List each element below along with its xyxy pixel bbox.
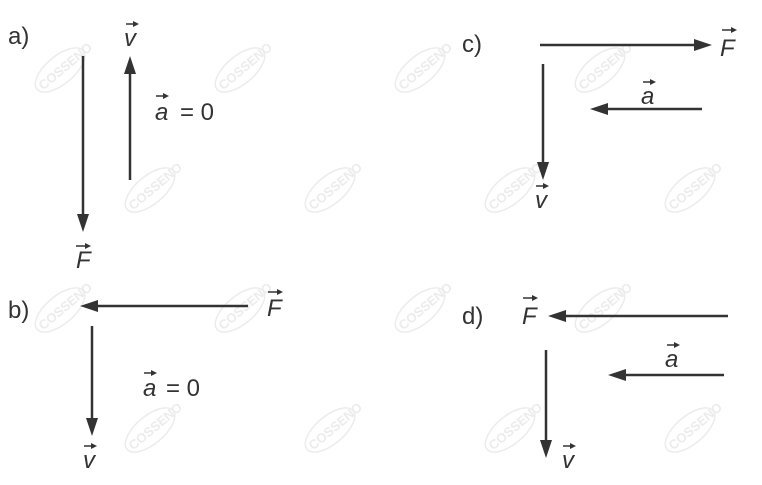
panel-d-acceleration-arrow	[608, 369, 724, 381]
panel-d-velocity-arrow	[540, 350, 552, 458]
panel-c: c) F a v	[462, 27, 737, 214]
watermark-logo: COSSENO	[664, 400, 725, 453]
svg-text:= 0: = 0	[166, 375, 200, 402]
panel-c-force-label: F	[720, 27, 737, 62]
panel-a-velocity-arrow	[124, 56, 136, 180]
watermark-logo: COSSENO	[304, 400, 365, 453]
watermark-logo: COSSENO	[214, 40, 275, 93]
panel-c-acceleration-arrow	[590, 103, 702, 115]
svg-text:v: v	[562, 447, 576, 474]
panel-c-velocity-arrow	[537, 64, 549, 180]
panel-b-velocity-arrow	[86, 326, 98, 436]
svg-text:= 0: = 0	[180, 99, 214, 126]
panel-d-force-arrow	[548, 310, 728, 322]
panel-a-acceleration-label: a = 0	[155, 93, 214, 126]
svg-text:v: v	[83, 447, 97, 474]
watermark-logo: COSSENO	[664, 160, 725, 213]
panel-a-force-arrow	[77, 56, 89, 232]
panel-a-force-label: F	[76, 243, 92, 274]
watermark-logo: COSSENO	[394, 40, 455, 93]
svg-text:F: F	[720, 35, 736, 62]
svg-text:F: F	[522, 303, 538, 330]
panel-b-velocity-label: v	[83, 443, 97, 474]
svg-text:F: F	[267, 295, 283, 322]
panel-c-force-arrow	[540, 39, 712, 51]
watermark-logo: COSSENO	[394, 280, 455, 333]
panel-d: d) F a v	[462, 295, 728, 474]
panel-b: b) F v a = 0	[8, 289, 283, 474]
panel-a-label: a)	[8, 23, 29, 50]
svg-text:v: v	[535, 187, 549, 214]
svg-text:v: v	[124, 25, 138, 52]
panel-a: a) v F a = 0	[8, 21, 214, 274]
panel-b-label: b)	[8, 297, 29, 324]
panel-d-acceleration-label: a	[665, 342, 680, 373]
svg-text:a: a	[155, 99, 168, 126]
svg-text:F: F	[76, 247, 92, 274]
svg-text:a: a	[641, 83, 654, 110]
panel-a-velocity-label: v	[124, 21, 139, 52]
svg-text:a: a	[665, 346, 678, 373]
svg-text:a: a	[143, 375, 156, 402]
watermark-logo: COSSENO	[484, 400, 545, 453]
panel-d-force-label: F	[522, 295, 538, 330]
watermark-logo: COSSENO	[304, 160, 365, 213]
panel-d-label: d)	[462, 303, 483, 330]
panel-b-force-label: F	[267, 289, 283, 322]
panel-c-label: c)	[462, 31, 482, 58]
watermark-logo: COSSENO	[34, 40, 95, 93]
panel-d-velocity-label: v	[562, 443, 576, 474]
panel-c-acceleration-label: a	[641, 79, 656, 110]
watermark-logo: COSSENO	[574, 280, 635, 333]
watermark-logo: COSSENO	[124, 400, 185, 453]
watermark-logo: COSSENO	[124, 160, 185, 213]
panel-b-force-arrow	[80, 300, 248, 312]
panel-b-acceleration-label: a = 0	[143, 370, 200, 402]
watermark-layer: COSSENO COSSENO COSSENO COSSENO COSSENO …	[34, 40, 725, 453]
panel-c-velocity-label: v	[535, 183, 549, 214]
